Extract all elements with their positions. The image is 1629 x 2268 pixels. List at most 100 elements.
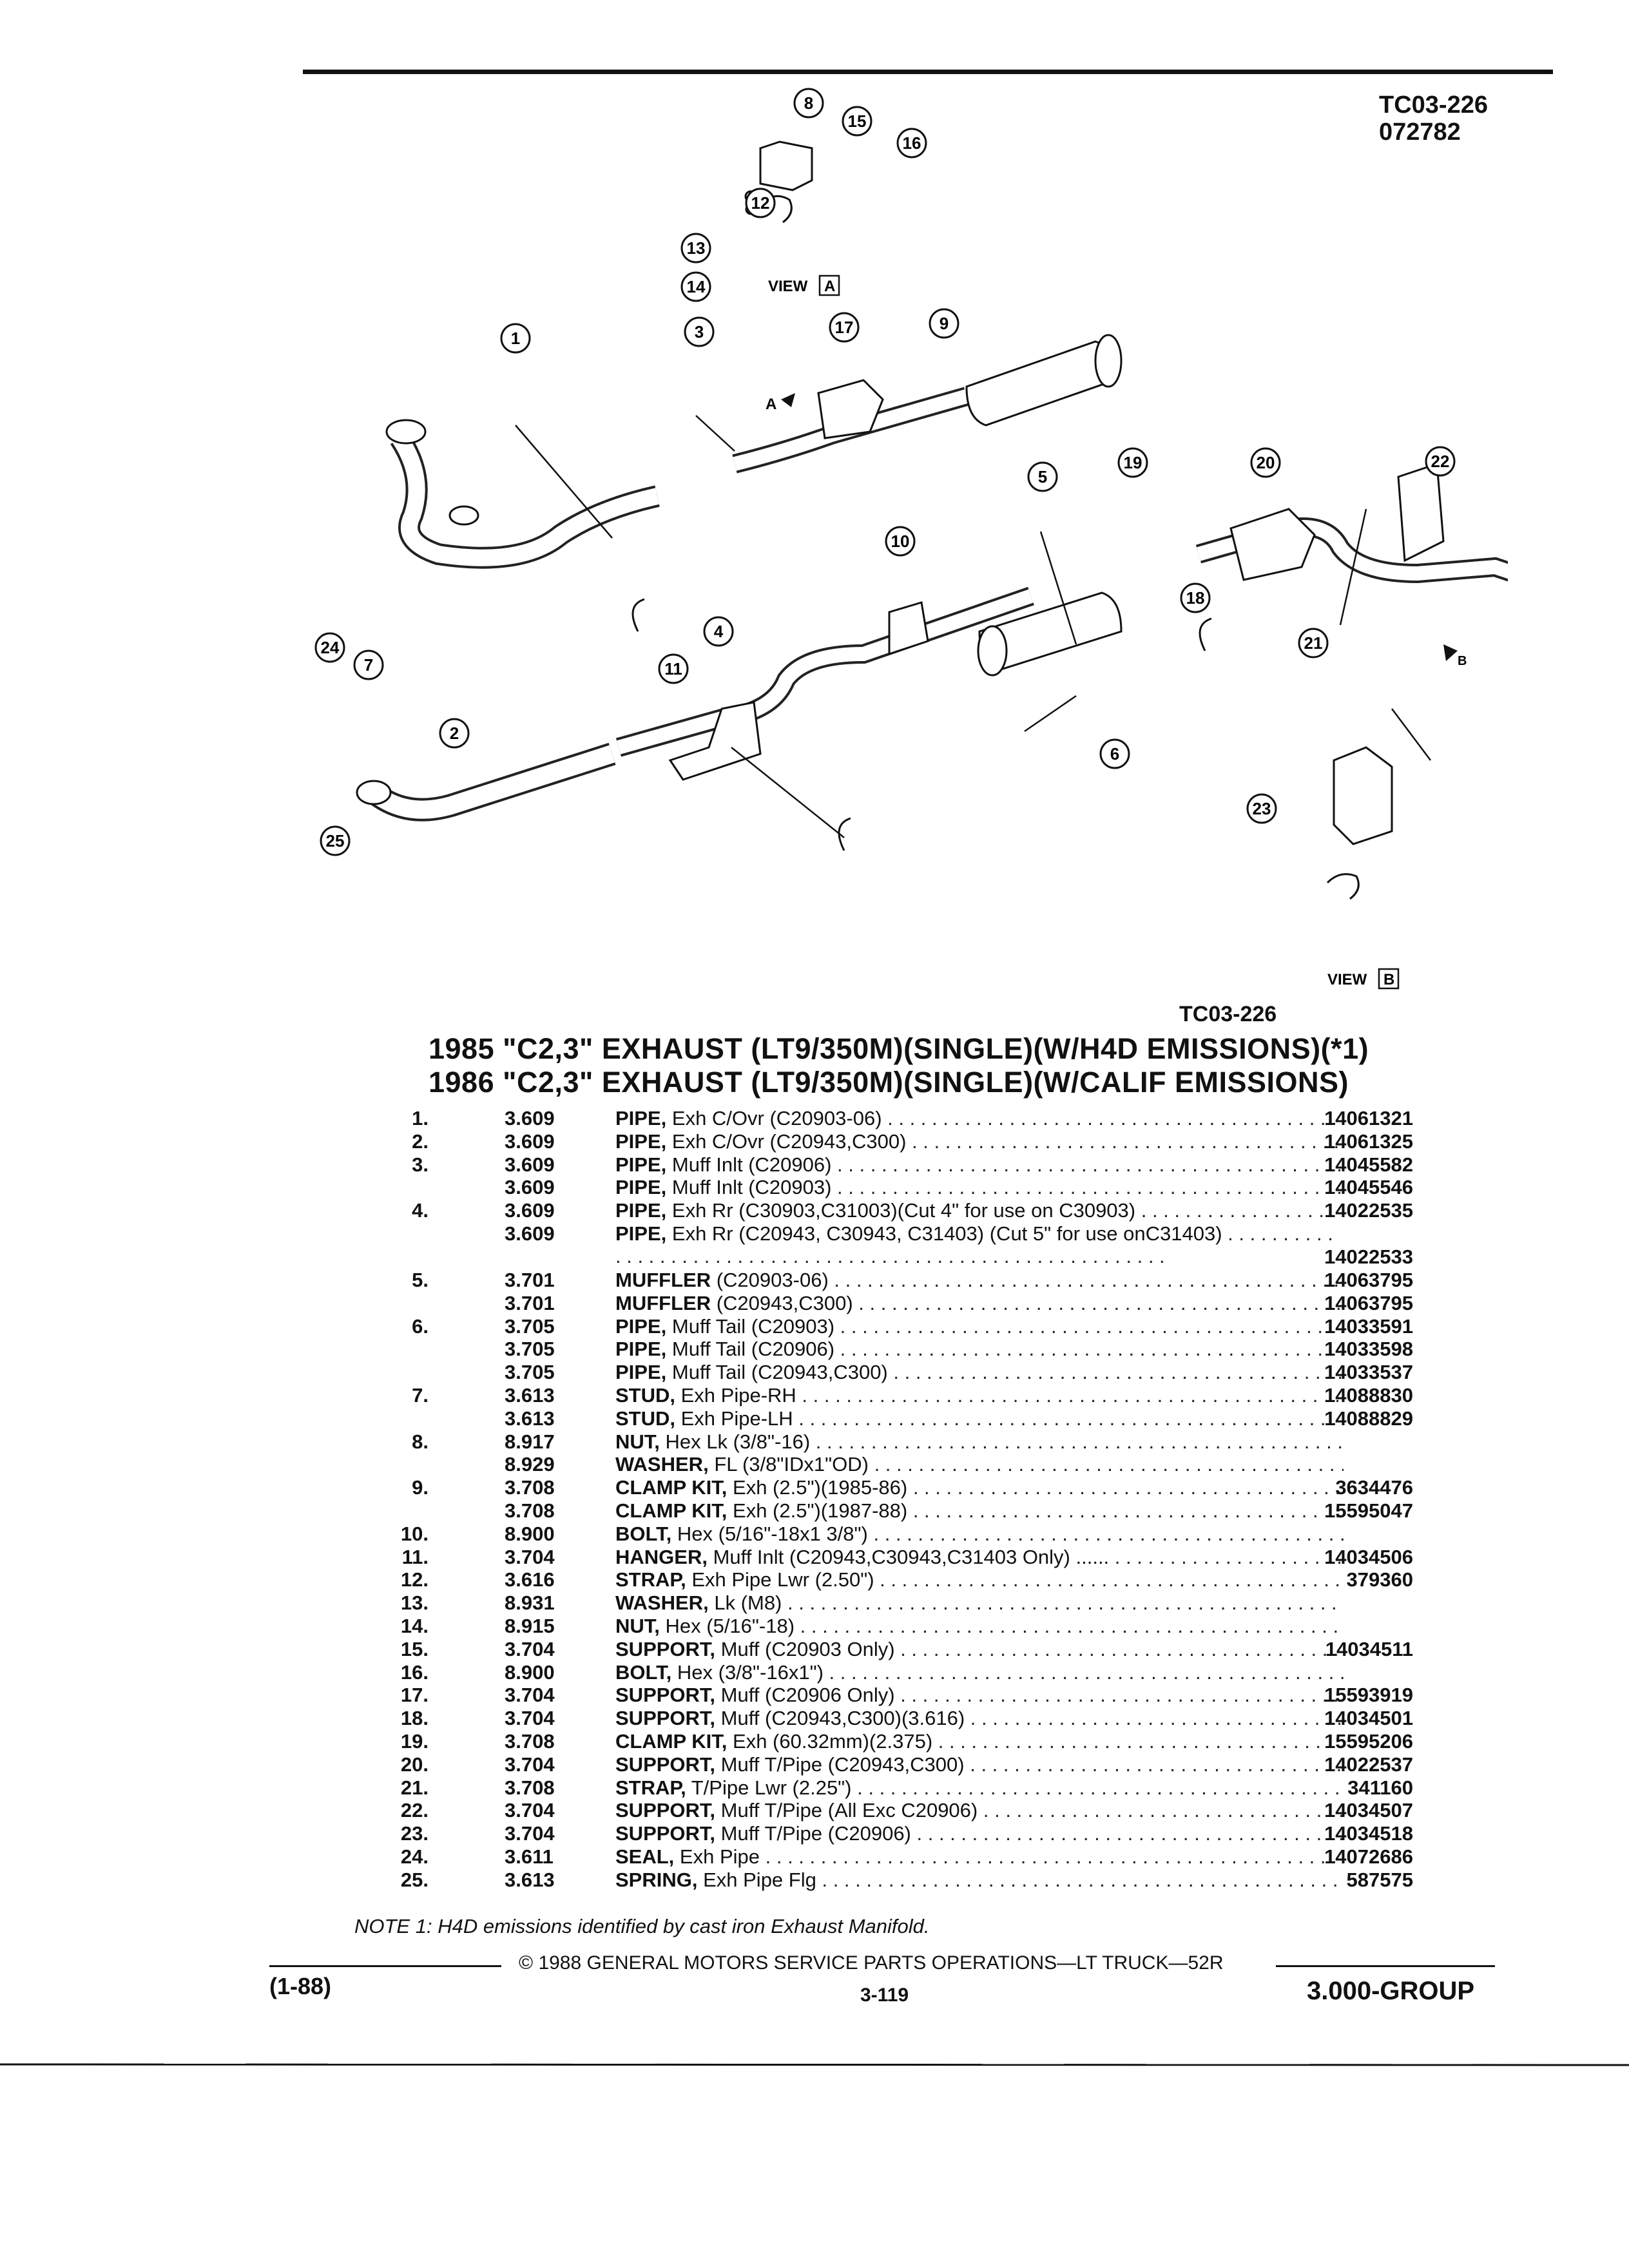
- callout-label: 2: [450, 724, 459, 743]
- pipe-1-flange-2: [448, 505, 479, 526]
- title-line-2: 1986 "C2,3" EXHAUST (LT9/350M)(SINGLE)(W…: [429, 1066, 1349, 1099]
- callout-label: 11: [664, 659, 682, 678]
- view-b-box: [1378, 968, 1400, 990]
- part-description: PIPE, Exh Rr (C20943, C30943, C31403) (C…: [615, 1222, 1344, 1267]
- part-detail: Lk (M8): [714, 1591, 782, 1615]
- arrow-b-icon: [1443, 644, 1458, 661]
- part-name: PIPE,: [615, 1199, 667, 1222]
- part-detail: T/Pipe Lwr (2.25"): [691, 1776, 852, 1799]
- tail-support-20-shape: [1229, 508, 1316, 581]
- callout-label: 13: [687, 238, 706, 258]
- leader-dots: . . . . . . . . . . . . . . . . . . . . …: [912, 1499, 1344, 1522]
- part-description: NUT, Hex (5/16"-18) . . . . . . . . . . …: [615, 1615, 1344, 1637]
- part-description: WASHER, Lk (M8) . . . . . . . . . . . . …: [615, 1591, 1344, 1614]
- figure-code: TC03-226: [1379, 91, 1488, 119]
- catalog-part-number: 14088830: [1324, 1383, 1413, 1407]
- part-name: BOLT,: [615, 1522, 672, 1545]
- part-row: 3.609 PIPE, Exh Rr (C20943, C30943, C3140…: [351, 1222, 1414, 1269]
- part-detail: Hex Lk (3/8"-16): [665, 1430, 811, 1453]
- catalog-part-number: 14063795: [1324, 1268, 1413, 1291]
- group-number: 3.708: [505, 1729, 555, 1753]
- part-detail: Exh Pipe-LH: [680, 1407, 793, 1430]
- page-number: 3-119: [860, 1984, 909, 2006]
- callout-circle: [500, 323, 531, 354]
- part-description: NUT, Hex Lk (3/8"-16) . . . . . . . . . …: [615, 1430, 1344, 1453]
- group-number: 3.609: [505, 1222, 555, 1245]
- part-detail: Exh Pipe Lwr (2.50"): [691, 1568, 874, 1591]
- part-name: HANGER,: [615, 1545, 708, 1568]
- part-description: SUPPORT, Muff (C20906 Only) . . . . . . …: [615, 1684, 1344, 1706]
- leader-dots: . . . . . . . . . . . . . . . . . . . . …: [857, 1776, 1344, 1799]
- catalog-part-number: 3634476: [1335, 1476, 1413, 1499]
- catalog-part-number: 379360: [1346, 1568, 1413, 1591]
- leader-dots: . . . . . . . . . . . . . . . . . . . . …: [815, 1430, 1344, 1453]
- leader-dots: . . . . . . . . . . . . . . . . . . . . …: [900, 1637, 1344, 1660]
- part-name: SEAL,: [615, 1845, 675, 1868]
- part-detail: Exh (2.5")(1985-86): [733, 1476, 908, 1499]
- catalog-part-number: 14034511: [1325, 1637, 1413, 1660]
- group-number: 8.929: [505, 1453, 555, 1476]
- part-number: 3.: [412, 1153, 429, 1176]
- part-number: 7.: [412, 1383, 429, 1407]
- part-number: 17.: [400, 1684, 429, 1707]
- callout-circle: [1298, 628, 1329, 658]
- group-number: 3.613: [505, 1407, 555, 1430]
- leader-dots: . . . . . . . . . . . . . . . . . . . . …: [970, 1753, 1344, 1776]
- leader-dots: . . . . . . . . . . . . . . . . . . . . …: [840, 1338, 1344, 1361]
- callout-circle: [684, 316, 715, 347]
- part-number: 9.: [412, 1476, 429, 1499]
- callout-circle: [885, 526, 916, 557]
- pipe-1-fill: [392, 433, 659, 566]
- group-number: 8.917: [505, 1430, 555, 1453]
- part-name: PIPE,: [615, 1107, 667, 1129]
- callout-circle: [896, 128, 927, 159]
- part-name: BOLT,: [615, 1660, 672, 1684]
- catalog-part-number: 15595047: [1324, 1499, 1413, 1522]
- part-detail: Hex (5/16"-18x1 3/8"): [677, 1522, 868, 1545]
- view-a-box: [818, 274, 840, 296]
- group-number: 3.609: [505, 1153, 555, 1176]
- part-name: WASHER,: [615, 1453, 709, 1476]
- leader-dots: . . . . . . . . . . . . . . . . . . . . …: [874, 1453, 1344, 1476]
- part-detail: Exh Rr (C30903,C31003)(Cut 4" for use on…: [671, 1199, 1147, 1222]
- upper-muffler-end: [1094, 334, 1123, 388]
- figure-caption: TC03-226: [1179, 1002, 1277, 1026]
- part-detail: Muff (C20903 Only): [720, 1637, 895, 1660]
- part-detail: Exh Rr (C20943, C30943, C31403) (Cut 5" …: [671, 1222, 1222, 1245]
- callout-circle: [842, 106, 872, 137]
- part-number: 8.: [412, 1430, 429, 1453]
- part-detail: Exh Pipe-RH: [680, 1383, 796, 1407]
- part-detail: Muff Inlt (C20903): [671, 1176, 832, 1199]
- leader-dots: . . . . . . . . . . . . . . . . . . . . …: [829, 1660, 1344, 1684]
- leader-dots: . . . . . . . . . . . . . . . . . . . . …: [765, 1845, 1344, 1868]
- date-code: (1-88): [269, 1973, 332, 1999]
- catalog-part-number: 14072686: [1324, 1845, 1413, 1868]
- leader-dots: . . . . . . . . . . . . . . . . . . . . …: [900, 1684, 1344, 1707]
- callout-circle: [1246, 793, 1277, 824]
- part-detail: Hex (3/8"-16x1"): [677, 1660, 824, 1684]
- part-description: SUPPORT, Muff (C20903 Only) . . . . . . …: [615, 1638, 1344, 1660]
- group-number: 3.701: [505, 1291, 555, 1314]
- callout-circle: [680, 233, 711, 264]
- catalog-part-number: 14045546: [1324, 1176, 1413, 1199]
- part-description: WASHER, FL (3/8"IDx1"OD) . . . . . . . .…: [615, 1453, 1344, 1475]
- callout-group: 1 2 3 4 5 6 7 8 9 10 11 12 13 14 15 16 1…: [314, 88, 1456, 856]
- part-name: STUD,: [615, 1407, 675, 1430]
- catalog-part-number: 15595206: [1324, 1729, 1413, 1753]
- leader-dots: . . . . . . . . . . . . . . . . . . . . …: [822, 1868, 1344, 1891]
- catalog-part-number: 14061325: [1324, 1129, 1413, 1153]
- top-rule: [303, 70, 1553, 74]
- catalog-part-number: 14088829: [1324, 1407, 1413, 1430]
- part-row: 8. 8.917 NUT, Hex Lk (3/8"-16) . . . . . .…: [351, 1430, 1414, 1454]
